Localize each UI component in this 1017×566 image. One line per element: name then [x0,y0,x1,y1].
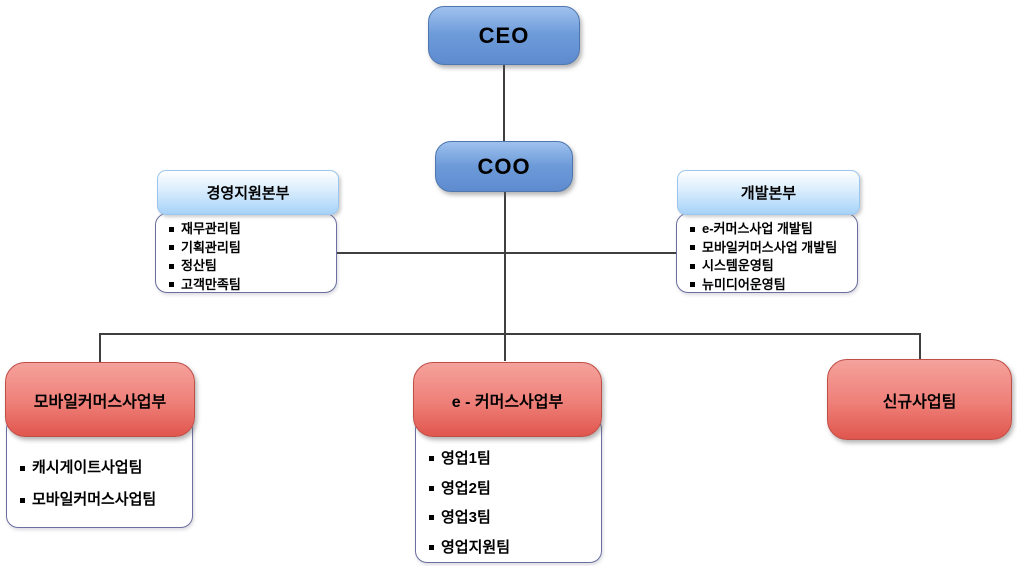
bullet-icon [690,282,695,288]
team-label: 기획관리팀 [181,239,241,255]
bottom-right-division-title: 신규사업팀 [882,393,957,411]
bottom-center-team-list: 영업1팀 영업2팀 영업3팀 영업지원팀 [415,417,602,563]
bullet-icon [429,456,434,462]
bullet-icon [169,245,174,251]
node-ceo: CEO [428,6,580,65]
bullet-icon [429,515,434,521]
list-item: 재무관리팀 [169,220,332,239]
connector-ceo-coo [503,63,505,141]
team-label: 영업1팀 [441,450,491,467]
connector-division-horizontal [337,252,677,254]
team-label: 캐시게이트사업팀 [32,459,143,476]
team-label: 재무관리팀 [181,221,241,236]
team-label: 모바일커머스사업 개발팀 [702,239,838,255]
team-label: 영업지원팀 [441,538,511,556]
list-item: 모바일커머스사업 개발팀 [690,239,853,258]
list-item: 정산팀 [169,257,332,276]
list-item: 영업2팀 [429,474,597,504]
bullet-icon [690,245,695,251]
list-item: 뉴미디어운영팀 [690,276,853,295]
list-item: 캐시게이트사업팀 [20,452,188,484]
bottom-center-division-title: e - 커머스사업부 [451,393,564,411]
connector-bottom-horizontal [99,333,921,335]
list-item: e-커머스사업 개발팀 [690,220,853,239]
bullet-icon [20,465,25,471]
node-coo-label: COO [477,153,531,179]
connector-drop-left [99,333,101,363]
bullet-icon [20,497,25,503]
team-label: 모바일커머스사업팀 [32,491,157,508]
bullet-icon [169,263,174,269]
bottom-left-division-header: 모바일커머스사업부 [5,362,195,437]
bullet-icon [429,544,434,550]
list-item: 영업지원팀 [429,533,597,563]
right-division-team-list: e-커머스사업 개발팀 모바일커머스사업 개발팀 시스템운영팀 뉴미디어운영팀 [676,213,858,293]
bullet-icon [690,226,695,232]
team-label: 정산팀 [181,258,217,273]
list-item: 영업3팀 [429,503,597,533]
bullet-icon [429,485,434,491]
list-item: 시스템운영팀 [690,257,853,276]
list-item: 기획관리팀 [169,239,332,258]
bottom-right-division-header: 신규사업팀 [827,359,1012,440]
list-item: 모바일커머스사업팀 [20,484,188,516]
bullet-icon [690,263,695,269]
left-division-team-list: 재무관리팀 기획관리팀 정산팀 고객만족팀 [155,213,337,293]
connector-coo-bottom [504,190,506,361]
connector-drop-right [919,333,921,360]
list-item: 영업1팀 [429,444,597,474]
right-division-title: 개발본부 [740,185,797,202]
list-item: 고객만족팀 [169,276,332,295]
team-label: 뉴미디어운영팀 [702,276,786,292]
bottom-left-division-title: 모바일커머스사업부 [33,393,167,411]
team-label: e-커머스사업 개발팀 [702,221,813,236]
bottom-center-division-header: e - 커머스사업부 [413,362,602,437]
team-label: 영업3팀 [441,509,491,526]
team-label: 시스템운영팀 [702,258,774,273]
bullet-icon [169,282,174,288]
node-ceo-label: CEO [478,22,530,48]
left-division-title: 경영지원본부 [206,185,290,202]
left-division-header: 경영지원본부 [157,170,339,215]
team-label: 영업2팀 [441,479,491,497]
node-coo: COO [435,141,573,192]
right-division-header: 개발본부 [677,170,860,215]
bullet-icon [169,226,174,232]
team-label: 고객만족팀 [181,276,241,292]
